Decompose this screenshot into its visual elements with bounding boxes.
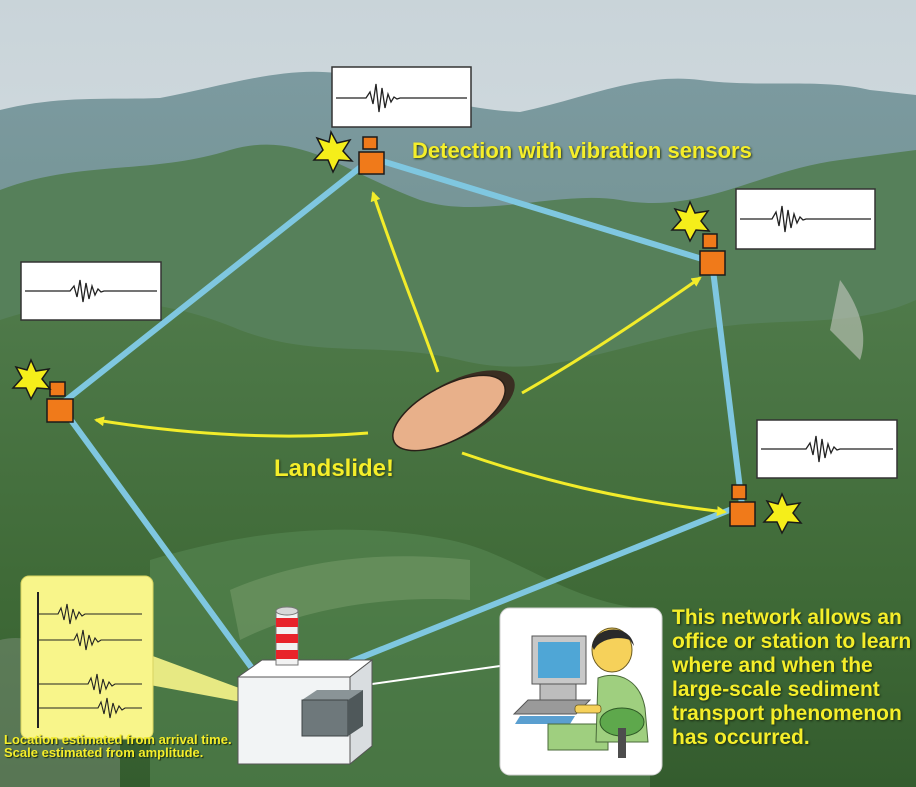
vibration-burst-icon [312,129,354,174]
arrow-to-left-sensor [94,416,369,438]
vibration-burst-icon [670,200,711,243]
network-link [709,259,745,508]
sensor-icon [46,381,74,423]
landslide-label: Landslide! [274,455,395,482]
seismogram-icon [756,419,898,479]
seismogram-icon [735,188,876,250]
vibration-bursts [11,129,803,535]
vibration-burst-icon [762,492,803,535]
vibration-burst-icon [11,358,52,401]
estimation-note-text: Location estimated from arrival time. Sc… [4,732,232,760]
arrow-to-bottom-sensor [461,451,727,517]
vibration-arrows [94,191,727,517]
seismogram-icon [20,261,162,321]
network-explanation-text: This network allows an office or station… [672,606,912,749]
arrow-to-right-sensor [521,276,702,395]
arrow-to-top-sensor [370,191,440,373]
sensor-icon [729,484,756,527]
network-link [369,155,715,265]
sensor-icon [699,233,726,276]
landslide-area [392,370,515,452]
network-link [57,155,375,408]
sensor-icon [358,136,385,175]
network-link [297,502,745,685]
network-link [57,402,265,685]
warning-light-icon [275,606,299,666]
operator-at-computer-icon [499,607,663,776]
seismogram-icon [331,66,472,128]
monitoring-station-icon [236,658,501,766]
vibration-sensors-label: Detection with vibration sensors [412,138,752,163]
sensor-network [57,155,745,685]
